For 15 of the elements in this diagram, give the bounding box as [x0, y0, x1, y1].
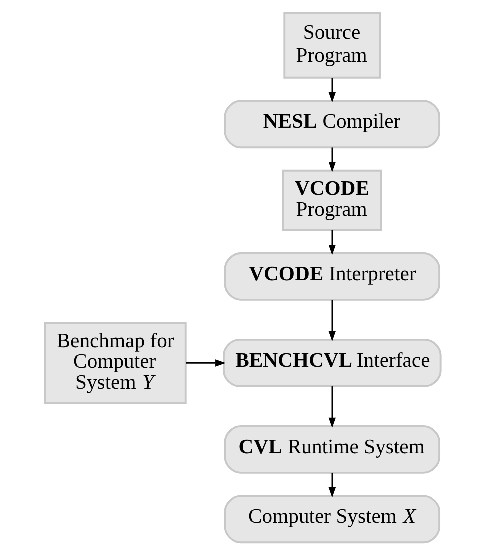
node-box: Benchmap for Computer System Y [44, 322, 187, 404]
node-box: Computer System X [224, 495, 441, 544]
arrow [328, 148, 336, 172]
node-box: VCODE Program [282, 170, 382, 232]
node-box: BENCHCVL Interface [223, 339, 442, 388]
arrow [328, 78, 336, 103]
node-box: VCODE Interpreter [224, 252, 441, 301]
arrow [186, 360, 226, 367]
arrow [328, 472, 336, 498]
arrow [328, 300, 336, 342]
node-box: NESL Compiler [224, 100, 441, 149]
node-box: Source Program [284, 12, 382, 79]
arrow [328, 386, 336, 428]
arrow [328, 230, 336, 256]
node-box: CVL Runtime System [224, 426, 441, 474]
